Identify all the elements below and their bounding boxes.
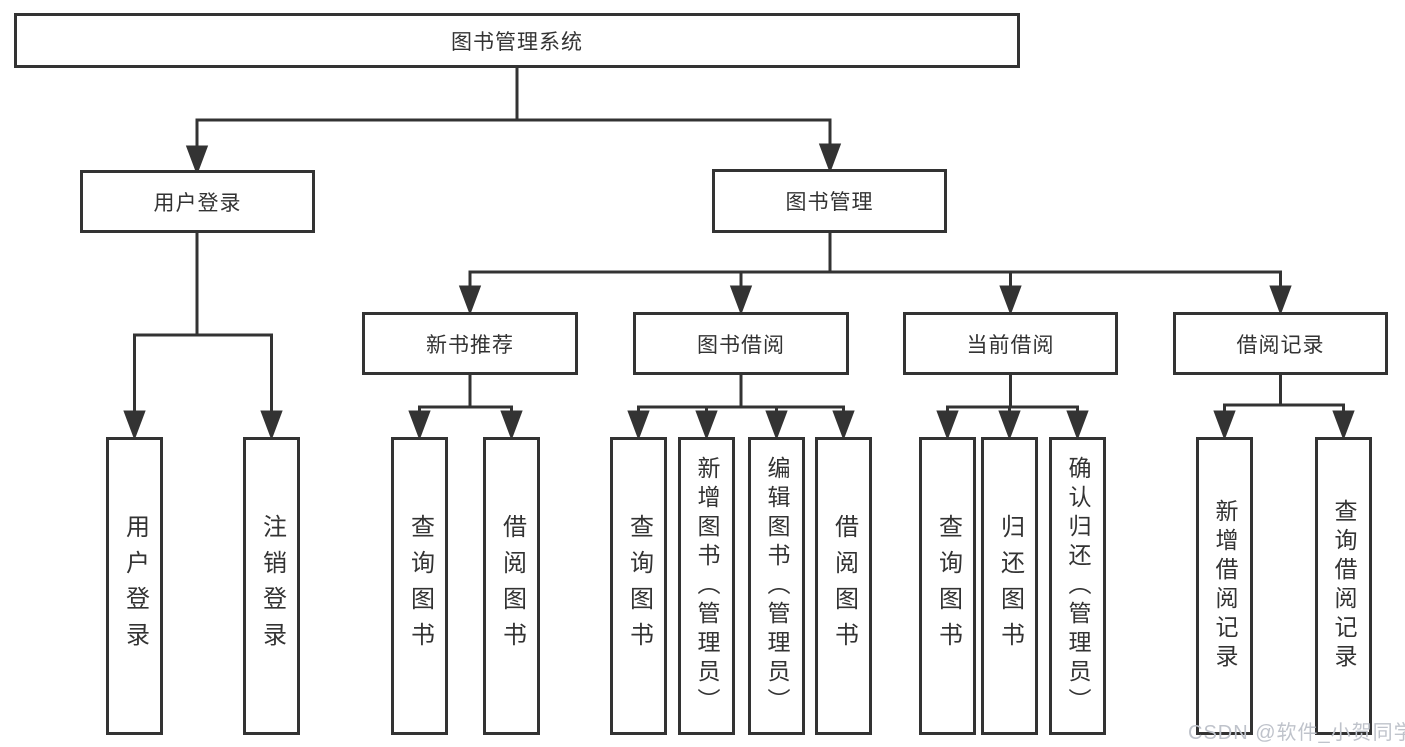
node-label: 当前借阅: [966, 333, 1055, 357]
node-label: 确认归还（管理员）: [1065, 455, 1091, 717]
node-book-management: 图书管理: [712, 169, 947, 233]
node-label: 用户登录: [121, 514, 149, 658]
node-label: 查询图书: [625, 514, 653, 658]
node-borrowing-records: 借阅记录: [1173, 312, 1388, 375]
node-label: 查询图书: [934, 514, 962, 658]
node-current-borrowing: 当前借阅: [903, 312, 1118, 375]
node-label: 编辑图书（管理员）: [764, 455, 790, 717]
node-label: 借阅图书: [498, 514, 526, 658]
node-label: 归还图书: [996, 514, 1024, 658]
node-label: 查询借阅记录: [1331, 499, 1357, 673]
node-bb-edit-books-admin: 编辑图书（管理员）: [748, 437, 805, 735]
node-br-query-record: 查询借阅记录: [1315, 437, 1372, 735]
node-user-login-leaf: 用户登录: [106, 437, 163, 735]
node-label: 新增借阅记录: [1212, 499, 1238, 673]
node-user-login: 用户登录: [80, 170, 315, 233]
node-cb-query-books: 查询图书: [919, 437, 976, 735]
node-label: 图书管理: [785, 191, 874, 214]
node-nbr-query-books: 查询图书: [391, 437, 448, 735]
node-cb-return-books: 归还图书: [981, 437, 1038, 735]
csdn-watermark: CSDN @软件_小贺同学: [1188, 722, 1405, 744]
node-label: 用户登录: [153, 191, 242, 215]
node-bb-add-books-admin: 新增图书（管理员）: [678, 437, 735, 735]
node-bb-borrow-books: 借阅图书: [815, 437, 872, 735]
node-label: 图书借阅: [697, 333, 785, 357]
node-new-book-recommend: 新书推荐: [362, 312, 578, 375]
node-book-borrowing: 图书借阅: [633, 312, 849, 375]
node-label: 新增图书（管理员）: [694, 455, 720, 717]
node-label: 借阅图书: [830, 514, 858, 658]
node-label: 查询图书: [406, 514, 434, 658]
node-library-management-system: 图书管理系统: [14, 13, 1020, 68]
node-label: 注销登录: [258, 514, 286, 658]
node-cb-confirm-return-admin: 确认归还（管理员）: [1049, 437, 1106, 735]
node-logout: 注销登录: [243, 437, 300, 735]
node-label: 图书管理系统: [451, 30, 583, 54]
node-br-add-record: 新增借阅记录: [1196, 437, 1253, 735]
node-label: 新书推荐: [426, 333, 514, 357]
node-label: 借阅记录: [1236, 333, 1325, 357]
node-nbr-borrow-books: 借阅图书: [483, 437, 540, 735]
node-bb-query-books: 查询图书: [610, 437, 667, 735]
